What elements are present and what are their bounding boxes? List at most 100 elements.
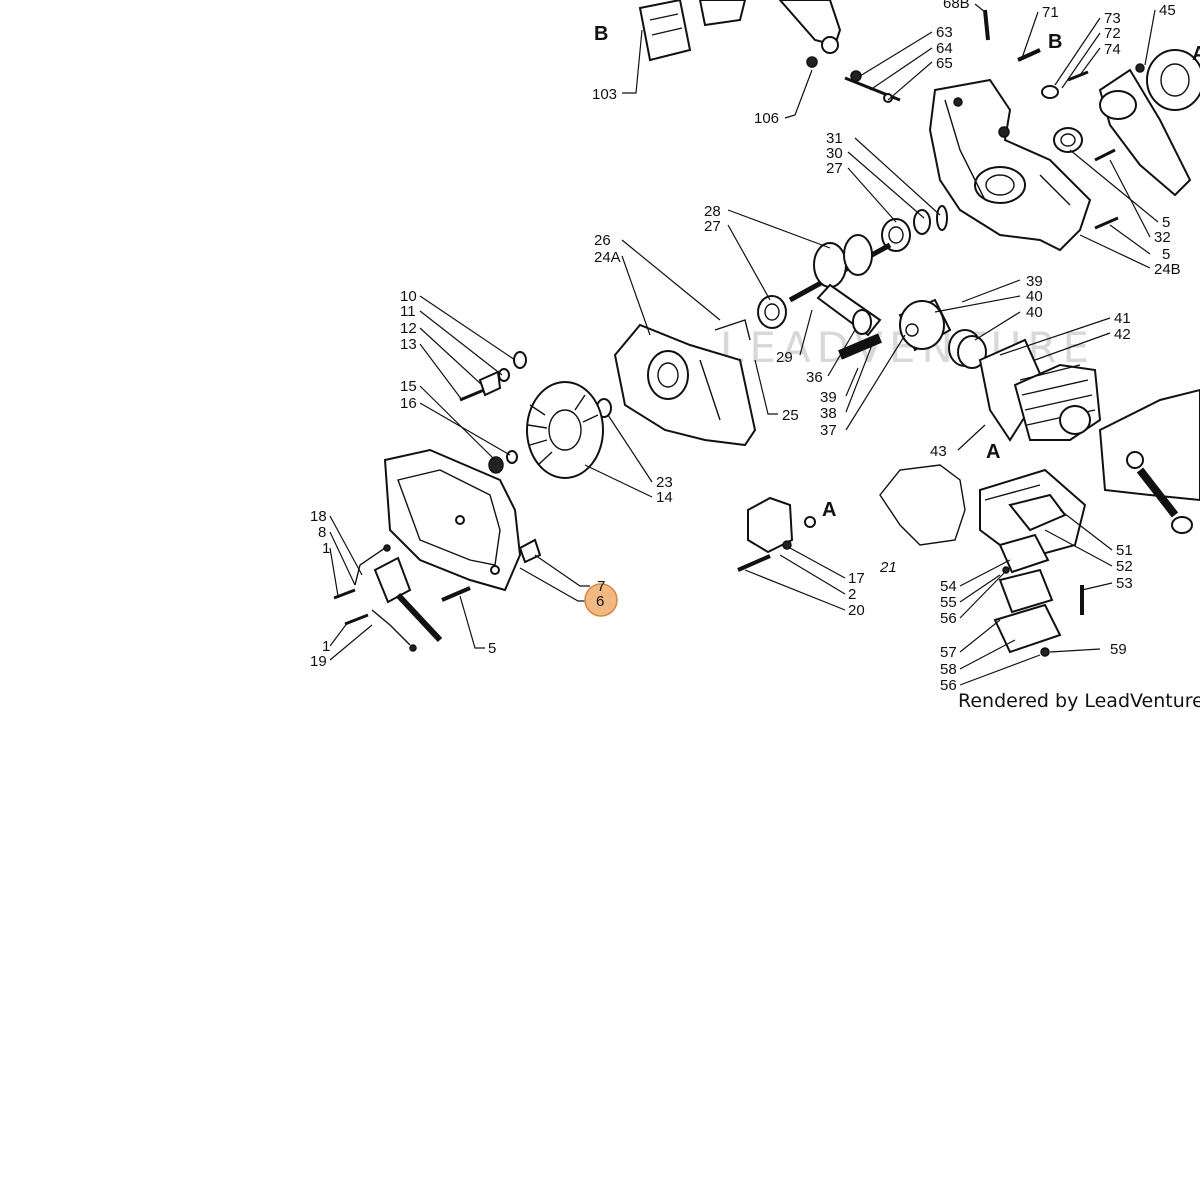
nut-washer-part	[459, 351, 527, 474]
leader-lines	[329, 3, 1159, 686]
callout-24a[interactable]: 24A	[594, 249, 621, 266]
callout-12[interactable]: 12	[400, 320, 417, 337]
callout-40b[interactable]: 40	[1026, 304, 1043, 321]
callout-64[interactable]: 64	[936, 40, 953, 57]
callout-39b[interactable]: 39	[820, 389, 837, 406]
callout-58[interactable]: 58	[940, 661, 957, 678]
callout-53[interactable]: 53	[1116, 575, 1133, 592]
callout-57[interactable]: 57	[940, 644, 957, 661]
callout-40a[interactable]: 40	[1026, 288, 1043, 305]
handle-bracket-part	[778, 0, 842, 68]
callout-5a[interactable]: 5	[1162, 214, 1170, 231]
callout-21[interactable]: 21	[879, 559, 897, 576]
callout-56a[interactable]: 56	[940, 610, 957, 627]
callout-43[interactable]: 43	[930, 443, 947, 460]
clutch-cover-part	[1098, 49, 1200, 197]
callout-1b[interactable]: 1	[322, 638, 330, 655]
bushing-part	[1017, 48, 1089, 99]
callout-10[interactable]: 10	[400, 288, 417, 305]
callout-1a[interactable]: 1	[322, 540, 330, 557]
callout-2[interactable]: 2	[848, 586, 856, 603]
callout-28[interactable]: 28	[704, 203, 721, 220]
callout-5c[interactable]: 5	[488, 640, 496, 657]
starter-housing-part	[1098, 388, 1200, 534]
marker-a-cylinder: A	[986, 441, 1000, 463]
callout-26[interactable]: 26	[594, 232, 611, 249]
marker-a-ignition: A	[822, 499, 836, 521]
callout-6[interactable]: 6	[596, 593, 604, 610]
callout-52[interactable]: 52	[1116, 558, 1133, 575]
left-bearing-part	[757, 295, 787, 329]
callout-106[interactable]: 106	[754, 110, 779, 127]
callout-63[interactable]: 63	[936, 24, 953, 41]
callout-15[interactable]: 15	[400, 378, 417, 395]
callout-27b[interactable]: 27	[704, 218, 721, 235]
callout-73[interactable]: 73	[1104, 10, 1121, 27]
flywheel-part	[526, 381, 604, 479]
callout-65[interactable]: 65	[936, 55, 953, 72]
bar-plate-part	[638, 0, 747, 62]
callout-7[interactable]: 7	[597, 578, 605, 595]
credit-text: Rendered by LeadVenture, Inc	[958, 690, 1200, 712]
callout-56b[interactable]: 56	[940, 677, 957, 694]
callout-59[interactable]: 59	[1110, 641, 1127, 658]
callout-37[interactable]: 37	[820, 422, 837, 439]
callout-labels: 103 106 63 64 65 68B 71 73 72 74 45 31 3…	[310, 0, 1181, 694]
callout-74[interactable]: 74	[1104, 41, 1121, 58]
piston-ring-part	[948, 329, 987, 369]
crankshaft-part	[788, 234, 892, 337]
callout-42[interactable]: 42	[1114, 326, 1131, 343]
callout-103[interactable]: 103	[592, 86, 617, 103]
callout-71[interactable]: 71	[1042, 4, 1059, 21]
ignition-module-part	[737, 496, 816, 572]
gasket-part	[993, 533, 1084, 657]
marker-a-right: A	[1192, 43, 1200, 65]
callout-8[interactable]: 8	[318, 524, 326, 541]
callout-68b[interactable]: 68B	[943, 0, 970, 12]
sketch-part	[879, 464, 966, 546]
callout-54[interactable]: 54	[940, 578, 957, 595]
ignition-coil-part	[333, 544, 443, 652]
crank-bearing-part	[881, 205, 948, 252]
callout-41[interactable]: 41	[1114, 310, 1131, 327]
crankcase-housing-part	[928, 78, 1092, 252]
callout-36[interactable]: 36	[806, 369, 823, 386]
callout-32[interactable]: 32	[1154, 229, 1171, 246]
callout-14[interactable]: 14	[656, 489, 673, 506]
callout-30[interactable]: 30	[826, 145, 843, 162]
crankcase-half-part	[613, 319, 757, 447]
stud-part	[983, 9, 990, 41]
callout-20[interactable]: 20	[848, 602, 865, 619]
callout-5b[interactable]: 5	[1162, 246, 1170, 263]
callout-24b[interactable]: 24B	[1154, 261, 1181, 278]
callout-25[interactable]: 25	[782, 407, 799, 424]
callout-27a[interactable]: 27	[826, 160, 843, 177]
callout-38[interactable]: 38	[820, 405, 837, 422]
callout-55[interactable]: 55	[940, 594, 957, 611]
callout-31[interactable]: 31	[826, 130, 843, 147]
marker-b-right: B	[1048, 31, 1062, 53]
callout-39a[interactable]: 39	[1026, 273, 1043, 290]
needle-bearing-part	[852, 309, 872, 335]
fan-housing-part	[383, 448, 542, 592]
cylinder-part	[978, 338, 1102, 442]
callout-18[interactable]: 18	[310, 508, 327, 525]
callout-51[interactable]: 51	[1116, 542, 1133, 559]
callout-72[interactable]: 72	[1104, 25, 1121, 42]
callout-19[interactable]: 19	[310, 653, 327, 670]
bearing-seal-part	[1053, 127, 1119, 230]
piston-part	[898, 298, 952, 352]
callout-23[interactable]: 23	[656, 474, 673, 491]
callout-17[interactable]: 17	[848, 570, 865, 587]
marker-b-left: B	[594, 23, 608, 45]
callout-16[interactable]: 16	[400, 395, 417, 412]
callout-29[interactable]: 29	[776, 349, 793, 366]
callout-45[interactable]: 45	[1159, 2, 1176, 19]
callout-11[interactable]: 11	[400, 303, 416, 320]
bolt-part	[441, 586, 471, 602]
callout-highlight-circle	[584, 583, 618, 617]
wrist-pin-part	[838, 333, 882, 360]
section-markers: A A A B B	[594, 23, 1200, 521]
callout-13[interactable]: 13	[400, 336, 417, 353]
